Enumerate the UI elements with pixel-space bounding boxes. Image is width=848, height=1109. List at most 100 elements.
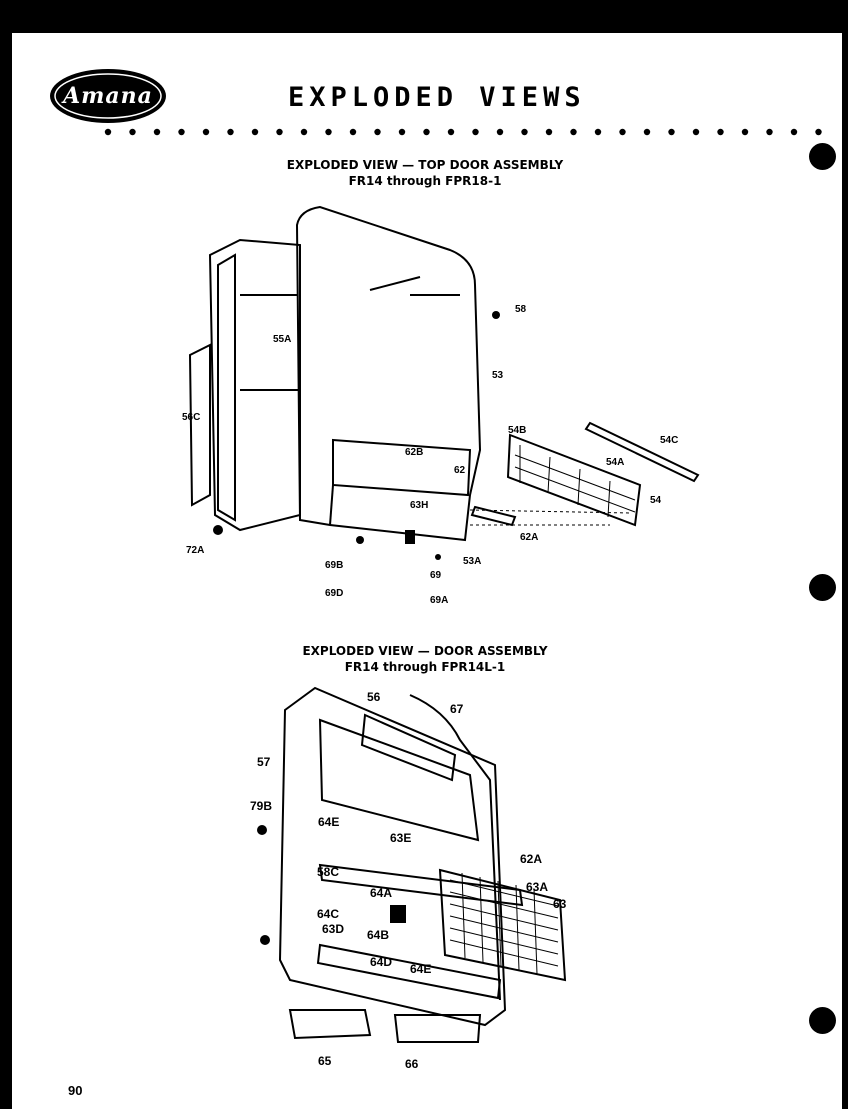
callout-label: 55A	[273, 334, 291, 345]
section-subtitle-line: FR14 through FPR18-1	[348, 174, 502, 188]
rule-dot	[766, 128, 773, 136]
door-assembly-diagram: 56 67 57 79B 64E 63E 62A 58C 64A 63A 64C…	[250, 686, 567, 1071]
top-door-assembly-diagram: 58 55A 56C 53 54B 54C 54A 62B 62 54 63H …	[182, 205, 700, 606]
door-shelf-grid	[506, 433, 642, 527]
section-title-door: EXPLODED VIEW — DOOR ASSEMBLY FR14 throu…	[230, 643, 620, 675]
rule-dot	[570, 128, 577, 136]
door-lower-recess	[332, 438, 472, 497]
crisper-bin-left	[288, 1009, 372, 1040]
callout-label: 63H	[410, 500, 428, 511]
callout-label: 72A	[186, 545, 204, 556]
callout-label: 65	[318, 1054, 332, 1068]
rule-dot	[178, 128, 185, 136]
door-gasket	[409, 694, 501, 1001]
rule-dot	[643, 128, 651, 136]
page-title: EXPLODED VIEWS	[288, 82, 586, 113]
callout-label: 63A	[526, 880, 548, 894]
callout-label: 57	[257, 755, 271, 769]
callout-label: 69B	[325, 560, 343, 571]
rule-dot	[374, 128, 381, 136]
callout-label: 67	[450, 702, 464, 716]
rule-dot	[227, 128, 234, 136]
scan-border-top	[0, 0, 848, 33]
rule-dot	[692, 128, 700, 136]
screw-icon	[435, 554, 441, 560]
callout-label: 64D	[370, 955, 392, 969]
callout-label: 69A	[430, 595, 448, 606]
callout-label: 69	[430, 570, 442, 581]
hinge-bracket-icon	[405, 530, 415, 544]
scan-border-right	[842, 0, 848, 1109]
callout-label: 64B	[367, 928, 389, 942]
rule-dot	[251, 128, 259, 136]
rule-dot	[104, 128, 112, 136]
rule-dot	[521, 128, 528, 136]
rule-dot	[398, 128, 406, 136]
shelf-front	[318, 863, 524, 907]
callout-label: 64E	[318, 815, 339, 829]
callout-label: 63	[553, 897, 567, 911]
screw-icon	[492, 311, 500, 319]
liner-side-panel	[188, 343, 211, 507]
callout-label: 62B	[405, 447, 423, 458]
rule-dot	[717, 128, 724, 136]
door-panel	[295, 205, 482, 542]
rule-dot	[349, 128, 357, 136]
callout-label: 66	[405, 1057, 419, 1071]
callout-label: 79B	[250, 799, 272, 813]
page-number: 90	[68, 1083, 83, 1098]
callout-label: 64A	[370, 886, 392, 900]
callout-label: 62A	[520, 532, 538, 543]
rule-dot	[153, 128, 161, 136]
section-title-top-door: EXPLODED VIEW — TOP DOOR ASSEMBLY FR14 t…	[230, 157, 620, 189]
rule-dot	[815, 128, 822, 136]
callout-label: 58C	[317, 865, 339, 879]
section-title-line: EXPLODED VIEW — TOP DOOR ASSEMBLY	[286, 158, 564, 172]
hinge-pin-icon	[356, 536, 364, 544]
screw-icon	[257, 825, 267, 835]
callout-label: 54C	[660, 435, 678, 446]
door-shelf-grid	[438, 868, 567, 982]
catalog-page	[12, 33, 842, 1109]
rule-dot	[741, 128, 749, 136]
rule-dot	[545, 128, 553, 136]
rule-dot	[276, 128, 283, 136]
door-handle-plate	[360, 713, 457, 782]
dotted-rule	[104, 128, 822, 136]
crisper-bin-right	[393, 1014, 482, 1043]
rule-dot	[668, 128, 675, 136]
rule-dot	[300, 128, 308, 136]
punch-hole-icon	[809, 143, 836, 170]
callout-label: 69D	[325, 588, 343, 599]
rule-dot	[472, 128, 479, 136]
door-outer-panel	[278, 686, 507, 1027]
section-title-line: EXPLODED VIEW — DOOR ASSEMBLY	[302, 644, 548, 658]
logo-oval-icon	[50, 69, 166, 123]
punch-hole-icon	[809, 1007, 836, 1034]
callout-label: 64E	[410, 962, 431, 976]
logo-text: Amana	[63, 83, 153, 109]
lower-shelf	[316, 943, 502, 1000]
callout-label: 62A	[520, 852, 542, 866]
rule-dot	[447, 128, 455, 136]
callout-label: 64C	[317, 907, 339, 921]
rule-dot	[619, 128, 626, 136]
callout-label: 63D	[322, 922, 344, 936]
rule-dot	[496, 128, 504, 136]
amana-logo: Amana	[48, 67, 168, 125]
rule-dot	[202, 128, 210, 136]
callout-label: 53	[492, 370, 504, 381]
punch-hole-icon	[809, 574, 836, 601]
callout-label: 58	[515, 304, 527, 315]
bracket-icon	[390, 905, 406, 923]
callout-label: 56	[367, 690, 381, 704]
door-upper-frame	[318, 718, 480, 842]
callout-label: 56C	[182, 412, 200, 423]
shelf-rail	[584, 421, 700, 483]
section-subtitle-line: FR14 through FPR14L-1	[344, 660, 506, 674]
callout-label: 54	[650, 495, 662, 506]
callout-label: 63E	[390, 831, 411, 845]
rule-dot	[129, 128, 136, 136]
callout-label: 54B	[508, 425, 526, 436]
liner-frame	[208, 238, 301, 532]
